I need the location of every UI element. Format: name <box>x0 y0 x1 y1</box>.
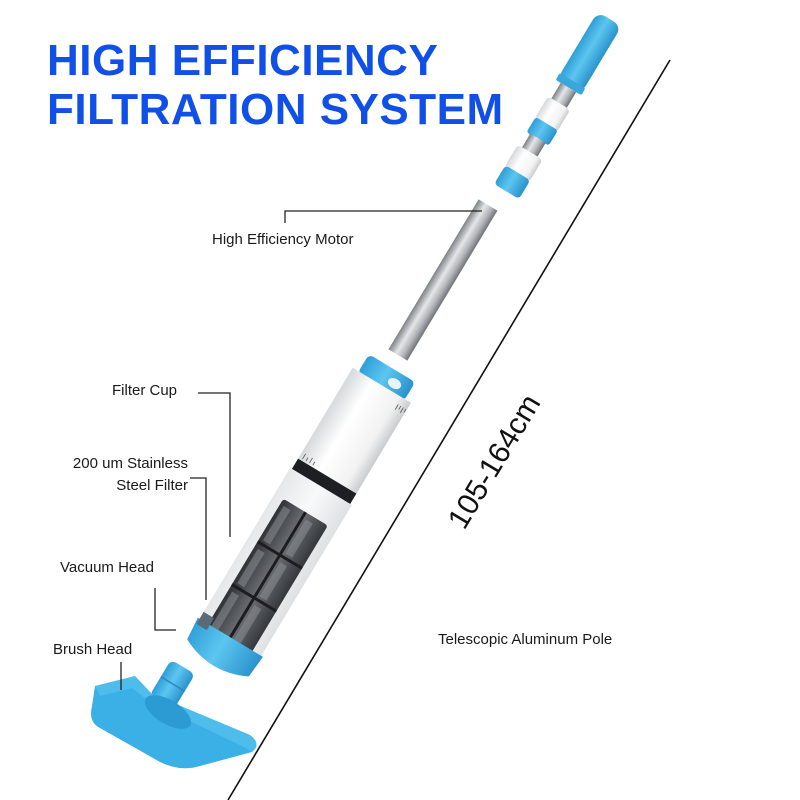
dimension-line <box>227 59 671 800</box>
leader-filter-cup <box>198 392 231 537</box>
callout-filter-cup: Filter Cup <box>112 382 178 399</box>
leader-vacuum-head <box>154 588 176 631</box>
headline-line-2: FILTRATION SYSTEM <box>47 85 504 134</box>
callout-steel-filter: 200 um Stainless Steel Filter <box>54 453 188 497</box>
leader-steel-filter <box>190 477 207 600</box>
headline-line-1: HIGH EFFICIENCY <box>47 36 439 85</box>
callout-motor: High Efficiency Motor <box>212 231 354 248</box>
callout-brush-head: Brush Head <box>53 641 133 658</box>
callout-steel-filter-line-1: 200 um Stainless <box>72 455 188 472</box>
leader-lines <box>120 210 482 690</box>
leader-motor <box>284 210 482 223</box>
callout-steel-filter-line-2: Steel Filter <box>116 477 188 494</box>
vacuum-body <box>91 15 619 769</box>
headline: HIGH EFFICIENCY FILTRATION SYSTEM <box>47 36 504 134</box>
callout-vacuum-head: Vacuum Head <box>60 559 154 576</box>
callout-telescopic-pole: Telescopic Aluminum Pole <box>438 631 613 648</box>
